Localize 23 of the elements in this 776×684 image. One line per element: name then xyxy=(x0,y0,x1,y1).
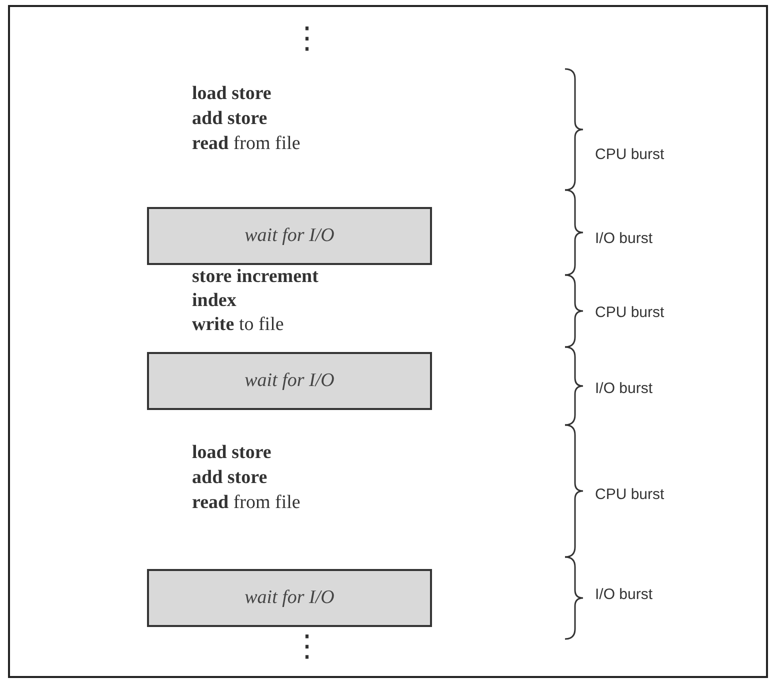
burst-label: I/O burst xyxy=(595,229,653,249)
code-line: add store xyxy=(192,466,268,490)
code-line: add store xyxy=(192,107,268,131)
ellipsis-mark: ⋮ xyxy=(292,628,322,666)
process-box xyxy=(147,207,432,265)
code-line: load store xyxy=(192,82,272,106)
code-line: read from file xyxy=(192,491,300,515)
ellipsis-mark: ⋮ xyxy=(292,20,322,58)
code-line: index xyxy=(192,289,236,313)
burst-label: I/O burst xyxy=(595,379,653,399)
box-label: wait for I/O xyxy=(244,370,334,392)
process-box xyxy=(147,352,432,410)
burst-label: CPU burst xyxy=(595,303,664,323)
code-line: write to file xyxy=(192,313,284,337)
code-line: load store xyxy=(192,441,272,465)
burst-label: CPU burst xyxy=(595,485,664,505)
burst-label: CPU burst xyxy=(595,145,664,165)
box-label: wait for I/O xyxy=(244,587,334,609)
code-line: store increment xyxy=(192,265,318,289)
code-line: read from file xyxy=(192,132,300,156)
burst-label: I/O burst xyxy=(595,585,653,605)
box-label: wait for I/O xyxy=(244,225,334,247)
process-box xyxy=(147,569,432,627)
